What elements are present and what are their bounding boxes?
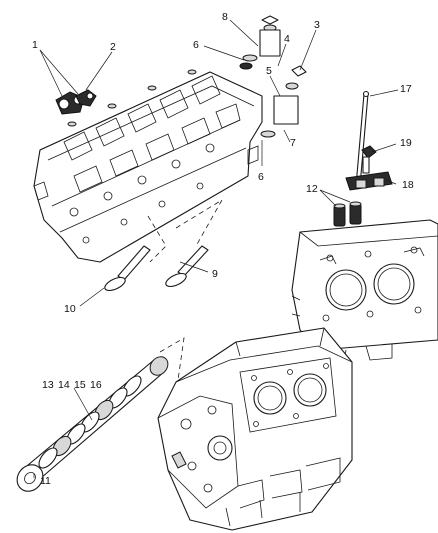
callout-12: 12 — [306, 183, 318, 195]
callout-8: 8 — [222, 11, 228, 23]
pushrod — [354, 90, 370, 190]
lifter-guide — [345, 171, 393, 191]
callout-5: 5 — [266, 65, 272, 77]
callout-17: 17 — [400, 83, 412, 95]
rocker-bolt — [361, 145, 377, 174]
engine-block — [157, 327, 353, 531]
valve-spring-stack-lower — [260, 65, 307, 138]
leader-lines — [33, 19, 399, 478]
camshaft — [16, 337, 185, 492]
callout-11: 11 — [40, 475, 51, 487]
callout-labels: 1 2 3 4 5 6 6 7 8 9 10 11 12 13 14 15 16… — [32, 11, 414, 487]
callout-13: 13 — [42, 379, 54, 391]
rocker-arm-assembly — [55, 89, 97, 115]
callout-16: 16 — [90, 379, 102, 391]
callout-18: 18 — [402, 179, 414, 191]
intake-valve — [165, 245, 209, 288]
callout-10: 10 — [64, 303, 76, 315]
callout-7: 7 — [290, 137, 296, 149]
valve-spring-stack-upper — [239, 15, 281, 70]
callout-6-upper: 6 — [193, 39, 199, 51]
exhaust-valve — [104, 245, 151, 292]
valve-projection-lines — [147, 198, 224, 263]
callout-9: 9 — [212, 268, 218, 280]
callout-19: 19 — [400, 137, 412, 149]
hydraulic-lifters — [333, 201, 362, 227]
callout-2: 2 — [110, 41, 116, 53]
callout-1: 1 — [32, 39, 38, 51]
callout-3: 3 — [314, 19, 320, 31]
callout-14: 14 — [58, 379, 70, 391]
engine-block-partial — [291, 219, 438, 363]
cylinder-head — [33, 69, 263, 263]
callout-15: 15 — [74, 379, 86, 391]
callout-6-lower: 6 — [258, 171, 264, 183]
callout-4: 4 — [284, 33, 290, 45]
